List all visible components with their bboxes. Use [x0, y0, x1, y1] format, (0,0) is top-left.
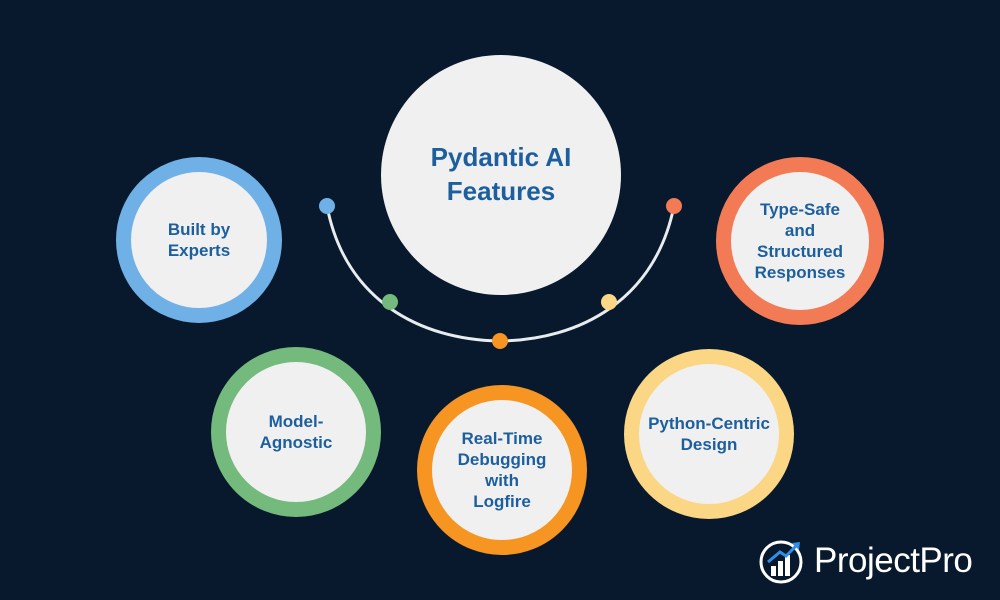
feature-type-safe: Type-Safe and Structured Responses — [716, 157, 884, 325]
connector-dot-yellow — [601, 294, 617, 310]
center-title: Pydantic AI Features — [430, 142, 572, 206]
feature-python-centric: Python-Centric Design — [624, 349, 794, 519]
feature-label: Real-Time Debugging with Logfire — [457, 428, 547, 512]
chart-logo-icon — [759, 540, 803, 584]
feature-built-by-experts: Built by Experts — [116, 157, 282, 323]
feature-real-time-debugging: Real-Time Debugging with Logfire — [417, 385, 587, 555]
feature-model-agnostic: Model- Agnostic — [211, 347, 381, 517]
feature-label: Model- Agnostic — [259, 411, 333, 452]
brand-logo: ProjectPro — [758, 538, 973, 584]
brand-name: ProjectPro — [814, 541, 973, 580]
connector-dot-green — [382, 294, 398, 310]
connector-dot-orange — [492, 333, 508, 349]
feature-label: Built by Experts — [167, 219, 231, 260]
center-node: Pydantic AI Features — [381, 55, 621, 295]
feature-label: Type-Safe and Structured Responses — [754, 199, 846, 283]
connector-dot-blue — [319, 198, 335, 214]
connector-dot-red — [666, 198, 682, 214]
feature-label: Python-Centric Design — [648, 413, 770, 454]
